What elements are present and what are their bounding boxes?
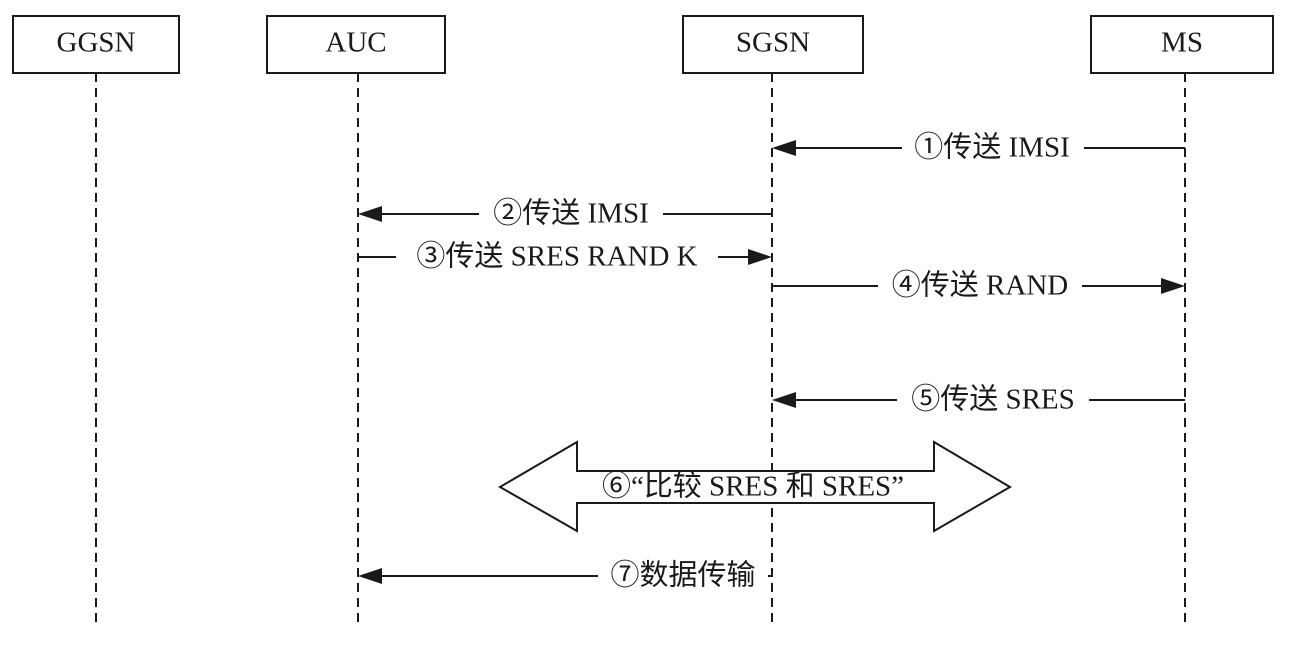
arrowhead-left-icon xyxy=(358,206,382,222)
entity-sgsn: SGSN xyxy=(682,15,864,74)
message-5: ⑤传送 SRES xyxy=(772,383,1185,418)
entity-label-auc: AUC xyxy=(325,27,386,59)
message-label-2: ②传送 IMSI xyxy=(493,197,648,230)
double-headed-arrow-icon xyxy=(498,440,1012,533)
compare-step: ⑥“比较 SRES 和 SRES” xyxy=(498,440,1012,533)
entity-label-ms: MS xyxy=(1161,27,1203,59)
message-4: ④传送 RAND xyxy=(772,269,1185,304)
message-label-1: ①传送 IMSI xyxy=(914,131,1069,164)
message-label-4: ④传送 RAND xyxy=(892,269,1068,302)
entity-ggsn: GGSN xyxy=(12,15,180,74)
compare-label: ⑥“比较 SRES 和 SRES” xyxy=(602,470,904,503)
entity-ms: MS xyxy=(1090,15,1274,74)
entity-label-sgsn: SGSN xyxy=(736,27,810,59)
message-label-7: ⑦数据传输 xyxy=(610,559,755,592)
arrowhead-right-icon xyxy=(748,249,772,265)
message-7: ⑦数据传输 xyxy=(358,559,772,594)
arrowhead-left-icon xyxy=(772,392,796,408)
entity-label-ggsn: GGSN xyxy=(57,27,136,59)
message-2: ②传送 IMSI xyxy=(358,197,772,232)
arrowhead-left-icon xyxy=(358,568,382,584)
message-3: ③传送 SRES RAND K xyxy=(358,240,772,275)
arrowhead-left-icon xyxy=(772,140,796,156)
message-label-3: ③传送 SRES RAND K xyxy=(416,240,697,273)
message-1: ①传送 IMSI xyxy=(772,131,1185,166)
arrowhead-right-icon xyxy=(1161,278,1185,294)
message-label-5: ⑤传送 SRES xyxy=(911,383,1075,416)
entity-auc: AUC xyxy=(266,15,446,74)
